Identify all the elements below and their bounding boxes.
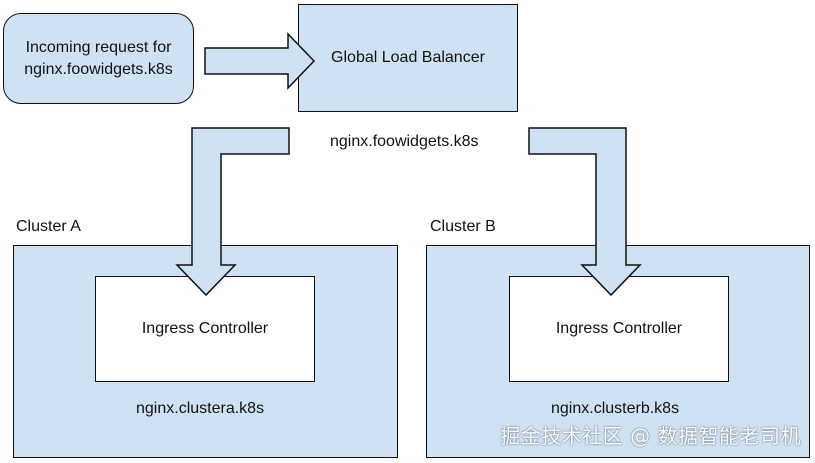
arrow-to-cluster-b	[528, 127, 642, 297]
global-dns-label: nginx.foowidgets.k8s	[330, 133, 479, 150]
cluster-b-ingress-controller: Ingress Controller	[509, 276, 729, 382]
cluster-b-title: Cluster B	[430, 218, 496, 235]
cluster-a-dns-label: nginx.clustera.k8s	[136, 400, 265, 417]
arrow-to-global-load-balancer	[204, 32, 316, 90]
cluster-a-ingress-label: Ingress Controller	[141, 320, 269, 337]
global-load-balancer-label: Global Load Balancer	[331, 49, 485, 66]
cluster-a-title: Cluster A	[16, 218, 81, 235]
cluster-b-dns-label: nginx.clusterb.k8s	[551, 400, 680, 417]
global-load-balancer-node: Global Load Balancer	[298, 4, 518, 112]
arrow-to-cluster-a	[175, 127, 290, 297]
cluster-b-ingress-label: Ingress Controller	[555, 320, 683, 337]
incoming-request-label: Incoming request for nginx.foowidgets.k8…	[24, 38, 173, 78]
incoming-request-node: Incoming request for nginx.foowidgets.k8…	[3, 13, 194, 104]
watermark: 掘金技术社区 @ 数据智能老司机	[500, 424, 801, 448]
